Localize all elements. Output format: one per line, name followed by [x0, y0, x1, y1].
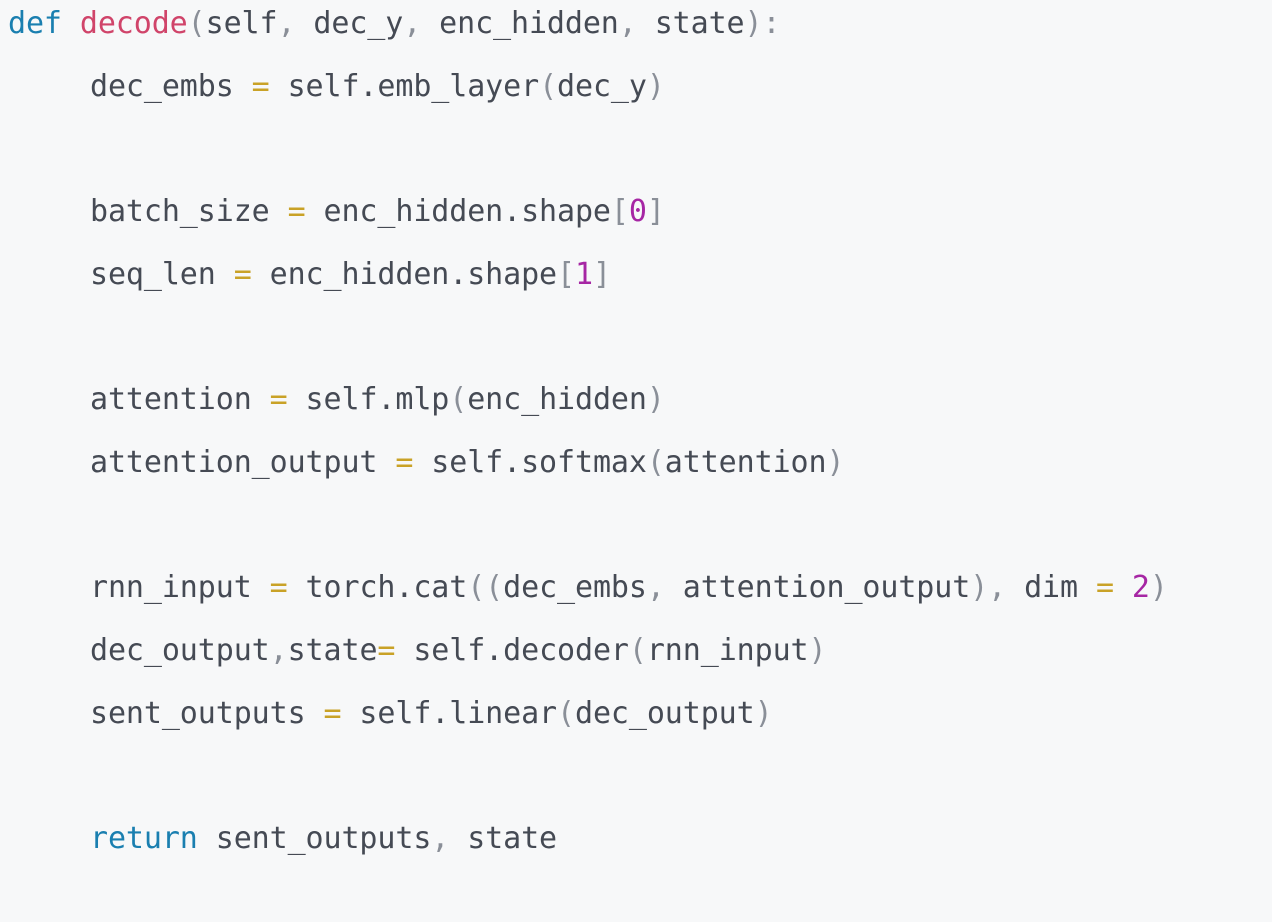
- code-token: (: [557, 696, 575, 731]
- code-token: ): [754, 696, 773, 731]
- code-token: dec_output: [90, 633, 270, 668]
- code-token: (: [646, 445, 665, 480]
- code-line: batch_size = enc_hidden.shape[0]: [0, 192, 1272, 255]
- code-token: =: [395, 445, 414, 480]
- code-token: =: [377, 633, 396, 668]
- code-token: enc_hidden.shape: [251, 257, 558, 292]
- code-token: attention: [90, 382, 270, 417]
- code-token: =: [269, 382, 288, 417]
- code-token: dim: [1006, 570, 1096, 605]
- code-line: attention = self.mlp(enc_hidden): [0, 380, 1272, 443]
- blank-line: [0, 318, 1272, 380]
- code-token: ):: [744, 6, 781, 41]
- code-token: decode: [79, 6, 188, 41]
- code-token: sent_outputs: [90, 696, 324, 731]
- code-token: [1114, 570, 1132, 605]
- code-token: [: [557, 257, 575, 292]
- code-token: attention_output: [90, 445, 396, 480]
- code-token: (: [628, 633, 647, 668]
- code-token: def: [8, 6, 62, 41]
- code-token: ,: [431, 821, 450, 856]
- code-line: dec_embs = self.emb_layer(dec_y): [0, 67, 1272, 130]
- blank-line: [0, 130, 1272, 192]
- code-token: ): [1149, 570, 1168, 605]
- code-token: ): [808, 633, 827, 668]
- code-token: enc_hidden: [467, 382, 647, 417]
- code-token: torch.cat: [287, 570, 468, 605]
- code-line: sent_outputs = self.linear(dec_output): [0, 694, 1272, 757]
- code-token: =: [323, 696, 342, 731]
- code-token: dec_output: [574, 696, 755, 731]
- code-line: rnn_input = torch.cat((dec_embs, attenti…: [0, 568, 1272, 631]
- blank-line: [0, 506, 1272, 568]
- code-token: ,: [269, 633, 288, 668]
- code-token: state: [636, 6, 745, 41]
- code-token: [: [610, 194, 629, 229]
- code-token: =: [1095, 570, 1114, 605]
- code-token: self.linear: [341, 696, 558, 731]
- code-token: (: [187, 6, 206, 41]
- code-token: 0: [628, 194, 647, 229]
- code-line: seq_len = enc_hidden.shape[1]: [0, 255, 1272, 318]
- code-token: enc_hidden: [421, 6, 619, 41]
- code-token: =: [251, 69, 270, 104]
- code-token: =: [233, 257, 252, 292]
- code-token: ,: [403, 6, 422, 41]
- code-token: self.softmax: [413, 445, 647, 480]
- code-token: self.mlp: [287, 382, 450, 417]
- code-token: seq_len: [90, 257, 234, 292]
- code-token: ): [646, 382, 665, 417]
- code-token: return: [90, 821, 198, 856]
- code-token: attention_output: [664, 570, 971, 605]
- code-token: dec_y: [557, 69, 647, 104]
- code-token: dec_y: [295, 6, 404, 41]
- code-token: attention: [664, 445, 827, 480]
- code-token: rnn_input: [90, 570, 270, 605]
- code-token: (: [539, 69, 558, 104]
- code-token: (: [449, 382, 468, 417]
- code-token: rnn_input: [646, 633, 809, 668]
- code-token: ]: [592, 257, 611, 292]
- code-token: ((: [467, 570, 504, 605]
- code-token: dec_embs: [90, 69, 252, 104]
- code-line: dec_output,state= self.decoder(rnn_input…: [0, 631, 1272, 694]
- code-token: [62, 6, 80, 41]
- code-token: ,: [646, 570, 665, 605]
- code-line: attention_output = self.softmax(attentio…: [0, 443, 1272, 506]
- code-token: sent_outputs: [197, 821, 432, 856]
- blank-line: [0, 757, 1272, 819]
- code-token: enc_hidden.shape: [305, 194, 612, 229]
- code-line: def decode(self, dec_y, enc_hidden, stat…: [0, 4, 1272, 67]
- code-token: batch_size: [90, 194, 288, 229]
- code-token: ]: [646, 194, 665, 229]
- code-token: self: [205, 6, 278, 41]
- code-token: state: [449, 821, 558, 856]
- code-token: dec_embs: [503, 570, 647, 605]
- code-token: ): [646, 69, 665, 104]
- code-token: ,: [277, 6, 296, 41]
- code-token: self.emb_layer: [269, 69, 540, 104]
- code-token: self.decoder: [395, 633, 629, 668]
- code-token: ,: [618, 6, 637, 41]
- code-line: return sent_outputs, state: [0, 819, 1272, 882]
- code-token: ): [826, 445, 845, 480]
- code-token: =: [287, 194, 306, 229]
- code-token: 2: [1131, 570, 1150, 605]
- code-token: ),: [970, 570, 1007, 605]
- code-token: 1: [575, 257, 593, 292]
- code-token: state: [287, 633, 378, 668]
- code-token: =: [269, 570, 288, 605]
